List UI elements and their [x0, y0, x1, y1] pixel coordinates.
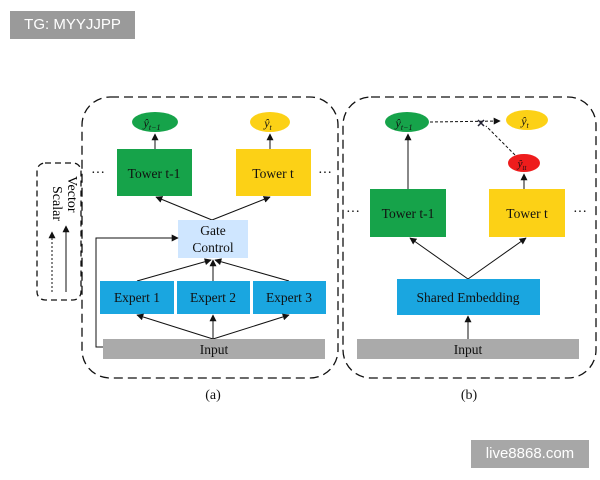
panel-a: ŷt−1 ŷt Tower t-1 Tower t ··· ··· Gate C… — [81, 96, 339, 403]
panel-a-gate-line2: Control — [192, 240, 234, 255]
watermark-bottom: live8868.com — [471, 440, 589, 468]
panel-b-output-curr-label: ŷt — [520, 114, 529, 130]
panel-b-output-prev — [385, 112, 429, 132]
panel-b-caption: (b) — [461, 388, 478, 403]
panel-a-tower-curr — [236, 149, 311, 196]
panel-a-ellipsis-left: ··· — [91, 166, 105, 181]
panel-b-cross-icon: ✕ — [476, 118, 485, 130]
panel-b-ellipsis-right: ··· — [573, 205, 587, 220]
legend-border — [36, 162, 82, 301]
panel-b-dashed-link-prev — [429, 117, 501, 125]
panel-b-tower-prev-label: Tower t-1 — [382, 206, 435, 221]
panel-a-border — [81, 96, 339, 379]
panel-b-shared-embedding-label: Shared Embedding — [416, 290, 519, 305]
panel-a-output-prev — [132, 112, 178, 132]
panel-b-tower-curr-label: Tower t — [506, 206, 548, 221]
panel-a-expert-2-label: Expert 2 — [190, 290, 236, 305]
panel-b: ŷt−1 ŷt ŷtt ✕ Tower t-1 Tower t ··· ··· … — [342, 96, 597, 403]
panel-a-tower-prev — [117, 149, 192, 196]
panel-b-input-label: Input — [454, 342, 483, 357]
panel-a-gate-control — [178, 220, 248, 258]
panel-a-gate-line1: Gate — [200, 223, 225, 238]
panel-a-caption: (a) — [205, 388, 221, 403]
legend-vector-label: Vector — [64, 176, 79, 213]
watermark-top: TG: MYYJJPP — [10, 11, 135, 39]
panel-a-expert-2 — [177, 281, 250, 314]
panel-a-expert-1 — [100, 281, 174, 314]
panel-b-output-intermediate-label: ŷtt — [517, 158, 528, 172]
panel-b-output-prev-label: ŷt−1 — [395, 116, 413, 132]
panel-b-tower-curr — [489, 189, 565, 237]
panel-b-input — [357, 339, 579, 359]
panel-a-output-prev-label: ŷt−1 — [143, 116, 161, 132]
panel-b-dashed-link-int — [485, 125, 516, 156]
panel-b-tower-prev — [370, 189, 446, 237]
panel-a-expert-1-label: Expert 1 — [114, 290, 160, 305]
panel-b-output-curr — [506, 110, 548, 130]
legend-scalar-label: Scalar — [49, 186, 64, 221]
panel-b-border — [342, 96, 597, 379]
panel-b-ellipsis-left: ··· — [346, 205, 360, 220]
panel-a-tower-curr-label: Tower t — [252, 166, 294, 181]
panel-a-output-curr — [250, 112, 290, 132]
panel-a-input-label: Input — [200, 342, 229, 357]
panel-b-shared-embedding — [397, 279, 540, 315]
panel-a-expert-3 — [253, 281, 326, 314]
panel-a-tower-prev-label: Tower t-1 — [128, 166, 181, 181]
panel-a-ellipsis-right: ··· — [318, 166, 332, 181]
panel-a-output-curr-label: ŷt — [263, 116, 272, 132]
panel-a-input — [103, 339, 325, 359]
panel-a-expert-3-label: Expert 3 — [266, 290, 312, 305]
legend: Scalar Vector — [36, 162, 82, 301]
panel-a-scalar-path — [95, 234, 179, 348]
panel-b-output-intermediate — [508, 154, 540, 172]
